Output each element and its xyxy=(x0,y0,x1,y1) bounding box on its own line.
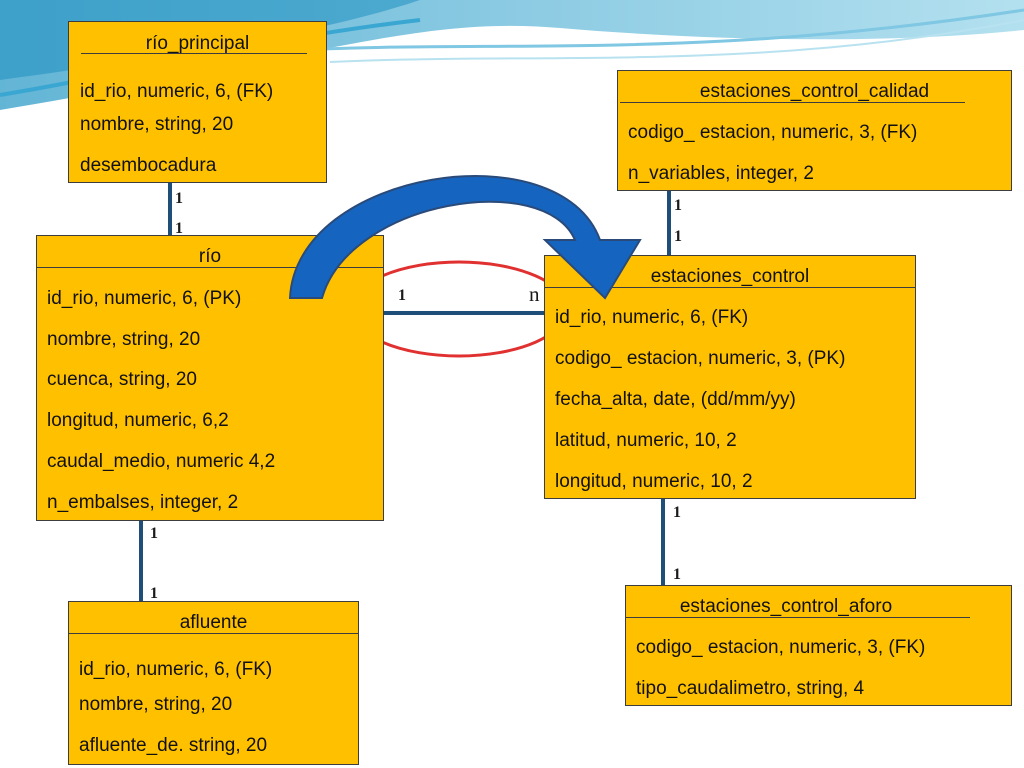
cardinality-rio-control-left: 1 xyxy=(398,287,406,304)
field-n-embalses: n_embalses, integer, 2 xyxy=(47,492,239,513)
field-id-rio: id_rio, numeric, 6, (FK) xyxy=(80,81,274,102)
entity-title: estaciones_control_calidad xyxy=(699,81,930,102)
field-fecha-alta: fecha_alta, date, (dd/mm/yy) xyxy=(555,389,796,410)
field-codigo-estacion: codigo_ estacion, numeric, 3, (FK) xyxy=(628,122,918,143)
cardinality-control-aforo-top: 1 xyxy=(673,504,681,521)
entity-afluente[interactable]: afluente id_rio, numeric, 6, (FK) nombre… xyxy=(68,601,359,765)
title-divider xyxy=(37,267,383,268)
cardinality-principal-rio-top: 1 xyxy=(175,190,183,207)
title-divider xyxy=(620,102,965,103)
entity-title: afluente xyxy=(179,612,248,633)
field-afluente-de: afluente_de. string, 20 xyxy=(79,735,268,756)
title-divider xyxy=(69,633,358,634)
entity-estaciones-control[interactable]: estaciones_control id_rio, numeric, 6, (… xyxy=(544,255,916,499)
entity-title: río_principal xyxy=(145,33,250,54)
field-nombre: nombre, string, 20 xyxy=(79,694,233,715)
field-nombre: nombre, string, 20 xyxy=(47,329,201,350)
cardinality-calidad-control-top: 1 xyxy=(674,197,682,214)
field-longitud: longitud, numeric, 10, 2 xyxy=(555,471,753,492)
entity-rio-principal[interactable]: río_principal id_rio, numeric, 6, (FK) n… xyxy=(68,21,327,183)
title-divider xyxy=(626,617,970,618)
field-id-rio: id_rio, numeric, 6, (FK) xyxy=(79,659,273,680)
entity-title: río xyxy=(198,246,222,267)
field-desembocadura: desembocadura xyxy=(80,155,217,176)
field-caudal-medio: caudal_medio, numeric 4,2 xyxy=(47,451,276,472)
cardinality-control-aforo-bottom: 1 xyxy=(673,566,681,583)
entity-title: estaciones_control_aforo xyxy=(679,596,893,617)
title-divider xyxy=(545,287,915,288)
field-cuenca: cuenca, string, 20 xyxy=(47,369,197,390)
cardinality-rio-afluente-bottom: 1 xyxy=(150,585,158,602)
title-divider xyxy=(81,53,307,54)
cardinality-principal-rio-bottom: 1 xyxy=(175,220,183,237)
entity-estaciones-control-aforo[interactable]: estaciones_control_aforo codigo_ estacio… xyxy=(625,585,1012,706)
entity-estaciones-control-calidad[interactable]: estaciones_control_calidad codigo_ estac… xyxy=(617,70,1012,191)
field-longitud: longitud, numeric, 6,2 xyxy=(47,410,229,431)
field-id-rio: id_rio, numeric, 6, (FK) xyxy=(555,307,749,328)
field-tipo-caudalimetro: tipo_caudalimetro, string, 4 xyxy=(636,678,865,699)
field-codigo-estacion: codigo_ estacion, numeric, 3, (FK) xyxy=(636,637,926,658)
cardinality-rio-afluente-top: 1 xyxy=(150,525,158,542)
entity-title: estaciones_control xyxy=(650,266,810,287)
cardinality-rio-control-right: n xyxy=(529,282,540,306)
field-nombre: nombre, string, 20 xyxy=(80,114,234,135)
cardinality-calidad-control-bottom: 1 xyxy=(674,228,682,245)
field-n-variables: n_variables, integer, 2 xyxy=(628,163,814,184)
field-codigo-estacion: codigo_ estacion, numeric, 3, (PK) xyxy=(555,348,846,369)
field-latitud: latitud, numeric, 10, 2 xyxy=(555,430,737,451)
field-id-rio: id_rio, numeric, 6, (PK) xyxy=(47,288,242,309)
